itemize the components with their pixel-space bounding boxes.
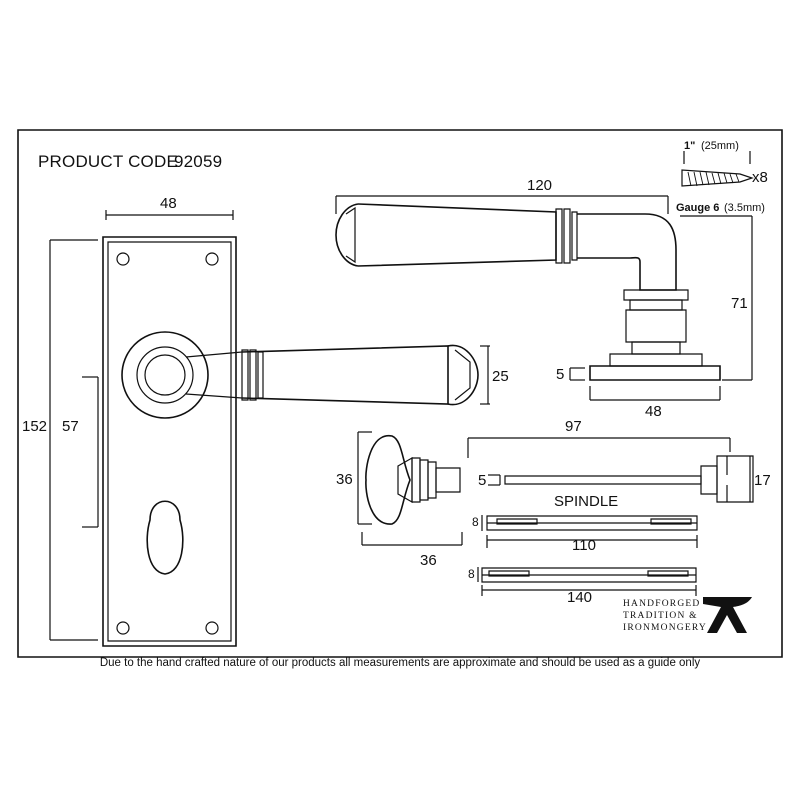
logo-line-3: IRONMONGERY [623,623,707,633]
screw-qty: x8 [752,169,768,186]
spindle-title: SPINDLE [554,493,619,510]
footer-disclaimer: Due to the hand crafted nature of our pr… [99,657,701,669]
thumb-turn-drawing [358,432,462,545]
spindle-a-size-label: 8 [472,515,479,529]
logo-line-1: HANDFORGED [623,599,701,609]
screw-length-in: 1" [684,140,696,152]
turn-height-label: 36 [336,471,353,488]
spindle-b-length-label: 140 [567,589,593,606]
spindle-a-drawing [482,515,697,548]
spindle-b-drawing [478,567,696,596]
screw-drawing [682,151,752,186]
lever-front-drawing [122,332,490,418]
lever-length-label: 120 [527,177,553,194]
spindle-drawing [468,438,753,502]
screw-gauge-mm: (3.5mm) [724,202,765,214]
anvil-logo-icon [703,597,752,633]
rose-offset-label: 5 [556,366,565,383]
spindle-a-length-label: 110 [572,537,596,554]
lever-height-label: 71 [731,295,748,312]
drawing-frame [18,130,782,657]
turn-width-label: 36 [420,552,437,569]
spindle-length-label: 97 [565,418,582,435]
spindle-offset-label: 5 [478,472,487,489]
spindle-b-size-label: 8 [468,567,475,581]
product-code-value: 92059 [174,152,223,171]
spindle-end-label: 17 [754,472,771,489]
product-code-label: PRODUCT CODE [38,152,178,171]
lever-rose-dim-label: 25 [492,368,509,385]
lever-side-drawing [336,196,752,400]
rose-width-label: 48 [645,403,662,420]
backplate-height-label: 152 [22,418,48,435]
screw-length-mm: (25mm) [701,140,739,152]
logo-line-2: TRADITION & [623,611,698,621]
screw-gauge: Gauge 6 [676,202,720,214]
backplate-drawing [50,210,236,646]
backplate-width-label: 48 [160,195,177,212]
backplate-centres-label: 57 [62,418,79,435]
